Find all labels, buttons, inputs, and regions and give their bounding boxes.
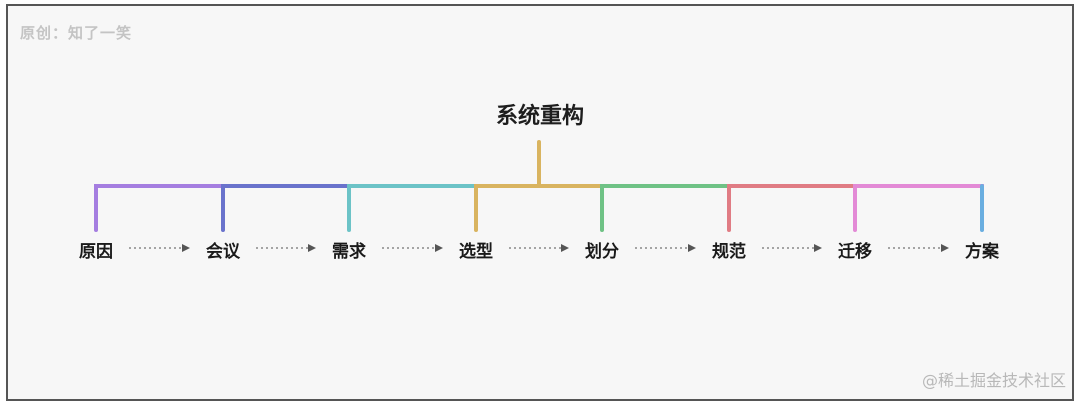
step-label-5: 划分 bbox=[585, 242, 619, 262]
step-label-7: 迁移 bbox=[838, 242, 872, 262]
step-label-8: 方案 bbox=[965, 242, 999, 262]
flow-arrow-head-3 bbox=[435, 244, 443, 252]
tree-connectors bbox=[94, 140, 984, 252]
flow-arrow-head-5 bbox=[688, 244, 696, 252]
flow-arrow-head-6 bbox=[814, 244, 822, 252]
step-label-4: 选型 bbox=[459, 242, 493, 262]
flow-arrow-head-1 bbox=[182, 244, 190, 252]
diagram-title: 系统重构 bbox=[495, 104, 584, 129]
step-label-3: 需求 bbox=[332, 242, 366, 262]
flow-arrow-head-7 bbox=[941, 244, 949, 252]
site-watermark: @稀土掘金技术社区 bbox=[921, 371, 1066, 390]
step-label-6: 规范 bbox=[712, 242, 746, 262]
step-label-1: 原因 bbox=[79, 242, 113, 262]
diagram-frame: 原创：知了一笑 系统重构 原因 会议 需求 选型 划分 规范 迁移 方案 @稀土… bbox=[6, 4, 1074, 401]
flow-arrow-head-2 bbox=[308, 244, 316, 252]
flow-arrow-head-4 bbox=[561, 244, 569, 252]
step-label-2: 会议 bbox=[206, 242, 240, 262]
author-watermark: 原创：知了一笑 bbox=[20, 24, 133, 42]
